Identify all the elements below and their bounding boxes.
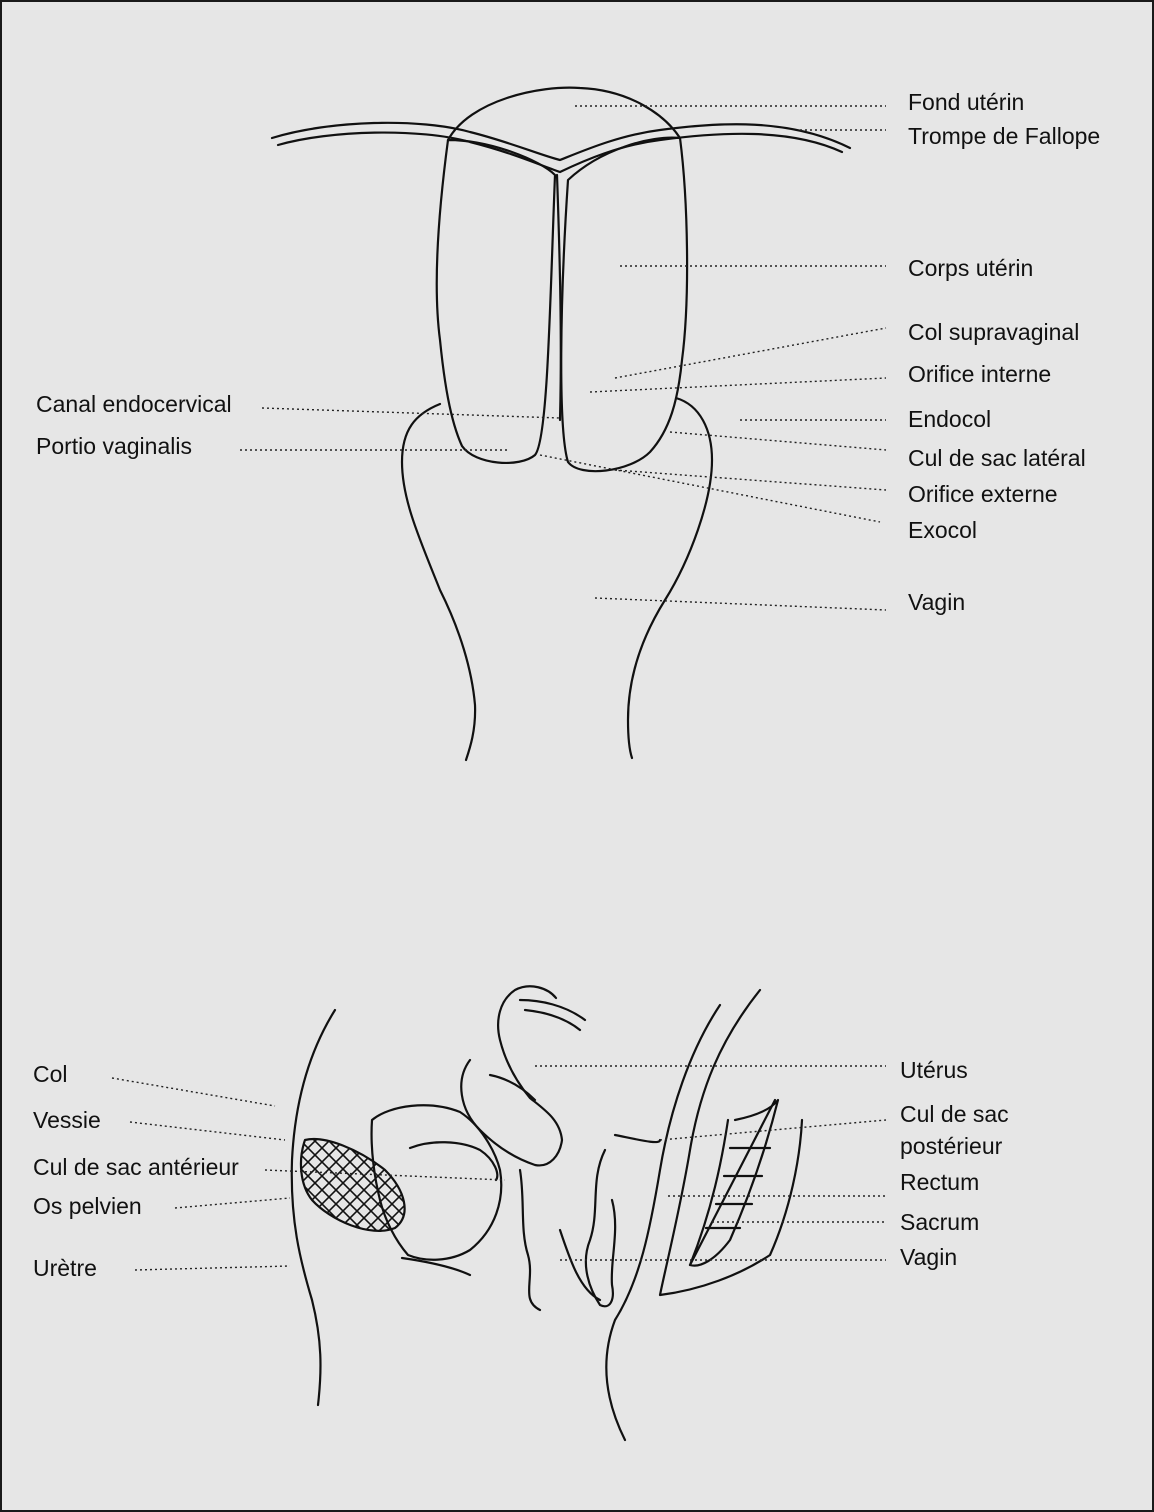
label-orifice-externe: Orifice externe <box>908 481 1058 507</box>
label-os-pelvien: Os pelvien <box>33 1193 142 1219</box>
uterine-body-right-half <box>561 138 687 472</box>
vaginal-canal-front <box>520 1170 540 1310</box>
label-vessie: Vessie <box>33 1107 101 1133</box>
cervix-vagina-outline-right <box>628 398 712 758</box>
fimbriae <box>520 1000 585 1030</box>
posterior-body-wall-inner <box>606 1005 720 1440</box>
rectum-outline <box>560 1135 660 1300</box>
label-cul-de-sac-posterieur-line1: Cul de sac <box>900 1101 1009 1127</box>
label-fond-uterin: Fond utérin <box>908 89 1024 115</box>
frontal-uterus-drawing <box>272 88 850 760</box>
fallopian-tube-lower <box>278 133 842 172</box>
label-vagin-bottom: Vagin <box>900 1244 957 1270</box>
label-uterus: Utérus <box>900 1057 968 1083</box>
vaginal-canal-back <box>586 1150 615 1306</box>
label-col: Col <box>33 1061 68 1087</box>
label-rectum: Rectum <box>900 1169 979 1195</box>
pelvic-bone-hatching <box>295 1130 420 1240</box>
label-orifice-interne: Orifice interne <box>908 361 1051 387</box>
label-vagin-top: Vagin <box>908 589 965 615</box>
label-sacrum: Sacrum <box>900 1209 979 1235</box>
sagittal-labels: Col Vessie Cul de sac antérieur Os pelvi… <box>33 1057 1009 1281</box>
label-endocol: Endocol <box>908 406 991 432</box>
cervical-canal-line <box>557 175 561 420</box>
sacrum-outline <box>690 1100 775 1265</box>
cervix-vagina-outline <box>402 404 475 760</box>
label-canal-endocervical: Canal endocervical <box>36 391 232 417</box>
posterior-body-wall-outer <box>660 990 802 1295</box>
label-exocol: Exocol <box>908 517 977 543</box>
label-cul-de-sac-anterieur: Cul de sac antérieur <box>33 1154 239 1180</box>
label-corps-uterin: Corps utérin <box>908 255 1033 281</box>
label-cul-de-sac-posterieur-line2: postérieur <box>900 1133 1003 1159</box>
bladder-inner <box>410 1142 497 1180</box>
fallopian-tube-upper <box>272 123 850 160</box>
label-cul-de-sac-lateral: Cul de sac latéral <box>908 445 1086 471</box>
label-col-supravaginal: Col supravaginal <box>908 319 1079 345</box>
label-uretre: Urètre <box>33 1255 97 1281</box>
label-portio-vaginalis: Portio vaginalis <box>36 433 192 459</box>
label-trompe-de-fallope: Trompe de Fallope <box>908 123 1100 149</box>
sagittal-pelvis-drawing <box>292 986 802 1440</box>
uterine-body-left-half <box>437 140 555 463</box>
frontal-leader-lines <box>240 106 886 610</box>
